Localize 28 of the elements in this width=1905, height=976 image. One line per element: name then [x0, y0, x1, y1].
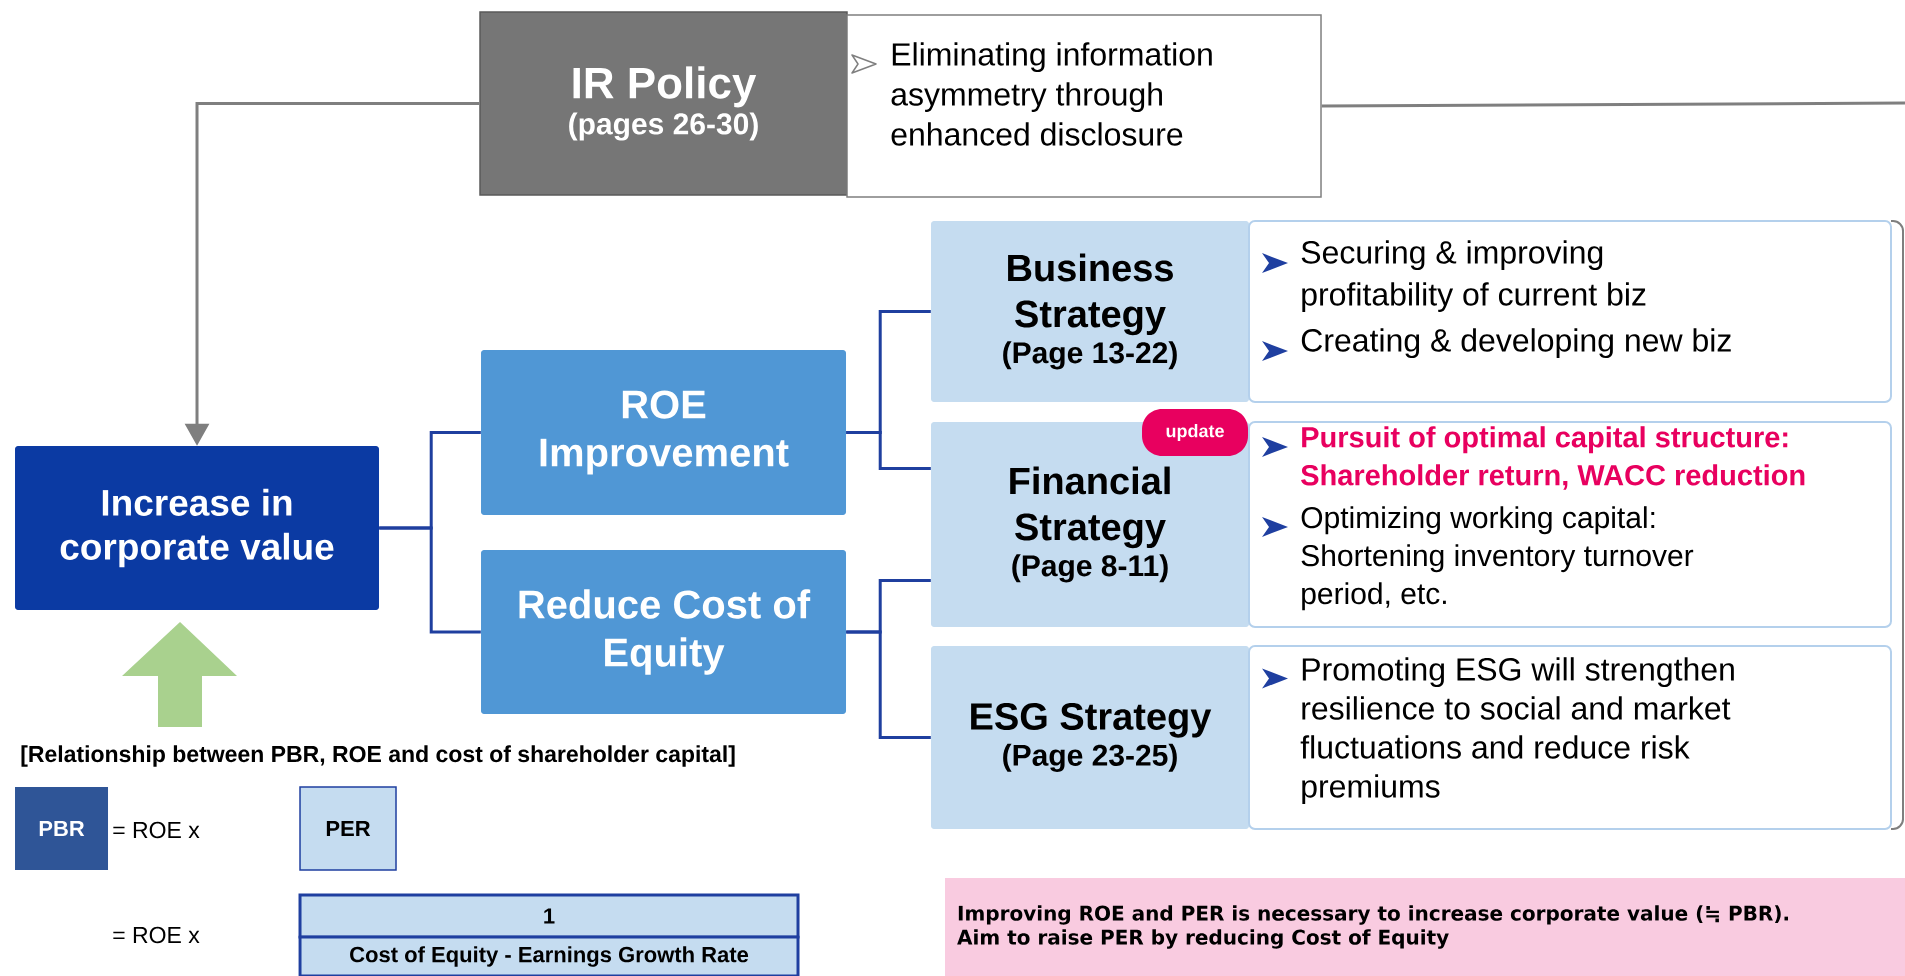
bullet-list-box [1248, 645, 1892, 830]
update-badge: update [1142, 409, 1248, 456]
bullet-text: Pursuit of optimal capital structure: Shareholder return, WACC reduction [1301, 426, 1805, 490]
formula-box: PER [299, 786, 397, 871]
process-box: ROE Improvement [481, 350, 846, 515]
table-cell: 1 [298, 893, 800, 939]
note-box: Improving ROE and PER is necessary to increase corporate value (≒ PBR). Aim to raise PER by reducing Cost of Equity [945, 878, 1905, 976]
formula-label: = ROE x [113, 926, 200, 944]
connector [1321, 101, 1905, 108]
bullet-list-box [1248, 220, 1892, 403]
title-box: IR Policy (pages 26-30) [479, 11, 848, 196]
bullet-text: Promoting ESG will strengthen resilience to social and market fluctuations and reduce risk premiums [1300, 657, 1734, 804]
strategy-box: Business Strategy (Page 13-22) [931, 221, 1249, 402]
connector [846, 630, 931, 739]
connector [846, 431, 931, 470]
process-box: Reduce Cost of Equity [481, 550, 846, 714]
goal-box: Increase in corporate value [15, 446, 379, 610]
strategy-box: ESG Strategy (Page 23-25) [931, 646, 1249, 829]
bullet-text: Optimizing working capital: Shortening inventory turnover period, etc. [1301, 506, 1694, 611]
heading-label: [Relationship between PBR, ROE and cost of shareholder capital] [21, 745, 735, 767]
bullet-text: Creating & developing new biz [1301, 328, 1731, 358]
table-cell: Cost of Equity - Earnings Growth Rate [298, 935, 800, 976]
formula-box: PBR [15, 787, 108, 870]
bullet-list-box [846, 14, 1322, 198]
bullet-text: Securing & improving profitability of current biz [1301, 240, 1646, 312]
connector [379, 526, 481, 634]
bullet-text: Eliminating information asymmetry through enhanced disclosure [891, 42, 1212, 146]
bullet-list-box [1248, 421, 1892, 628]
